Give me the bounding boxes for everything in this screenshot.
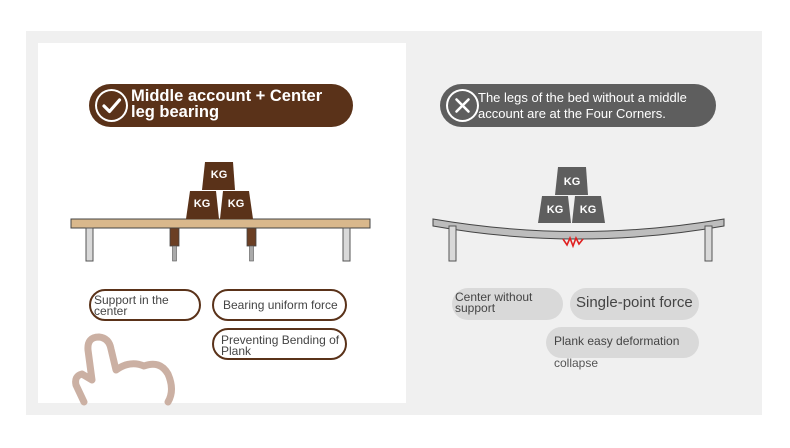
weight-block xyxy=(186,191,219,219)
sagging-plank xyxy=(432,218,725,240)
bed-leg xyxy=(448,225,457,262)
feature-label: Center without support xyxy=(455,290,533,315)
center-leg xyxy=(172,245,177,262)
weight-label: KG xyxy=(210,169,228,181)
plank xyxy=(70,218,371,229)
feature-label: Plank easy deformation xyxy=(554,334,680,348)
bed-leg xyxy=(85,227,94,262)
feature-pill: Bearing uniform force xyxy=(212,289,347,321)
good-bed-diagram xyxy=(70,162,371,262)
feature-label: Preventing Bending of Plank xyxy=(221,333,340,358)
feature-pill: Plank easy deformation xyxy=(546,327,699,358)
good-banner-text: Middle account + Center leg bearing xyxy=(131,87,323,121)
feature-pill: Center without support xyxy=(452,288,563,320)
center-leg xyxy=(249,245,254,262)
feature-label: Bearing uniform force xyxy=(223,298,338,312)
weight-label: KG xyxy=(579,204,597,216)
weight-label: KG xyxy=(546,204,564,216)
center-support xyxy=(246,227,257,247)
weight-block xyxy=(538,196,571,223)
feature-pill: Support in the center xyxy=(89,289,201,321)
weight-label: KG xyxy=(563,176,581,188)
weight-label: KG xyxy=(193,198,211,210)
weight-block xyxy=(220,191,253,219)
stress-mark-icon xyxy=(562,235,584,249)
cross-icon xyxy=(446,89,479,122)
good-banner: Middle account + Center leg bearing xyxy=(89,84,353,127)
bed-leg xyxy=(704,225,713,262)
feature-label: Single-point force xyxy=(576,294,693,311)
weight-label: KG xyxy=(227,198,245,210)
feature-label: Support in the center xyxy=(94,293,169,318)
collapse-caption: collapse xyxy=(554,356,599,370)
feature-pill: Preventing Bending of Plank xyxy=(212,328,347,360)
bed-leg xyxy=(342,227,351,262)
weight-block xyxy=(572,196,605,223)
weight-block xyxy=(202,162,235,190)
center-support xyxy=(169,227,180,247)
bad-banner: The legs of the bed without a middle acc… xyxy=(440,84,716,127)
bad-banner-text: The legs of the bed without a middle acc… xyxy=(478,90,687,121)
hand-pointer-icon xyxy=(72,333,175,406)
feature-pill: Single-point force xyxy=(570,288,699,320)
weight-block xyxy=(555,167,588,195)
check-icon xyxy=(95,89,128,122)
bad-bed-diagram xyxy=(432,167,725,262)
